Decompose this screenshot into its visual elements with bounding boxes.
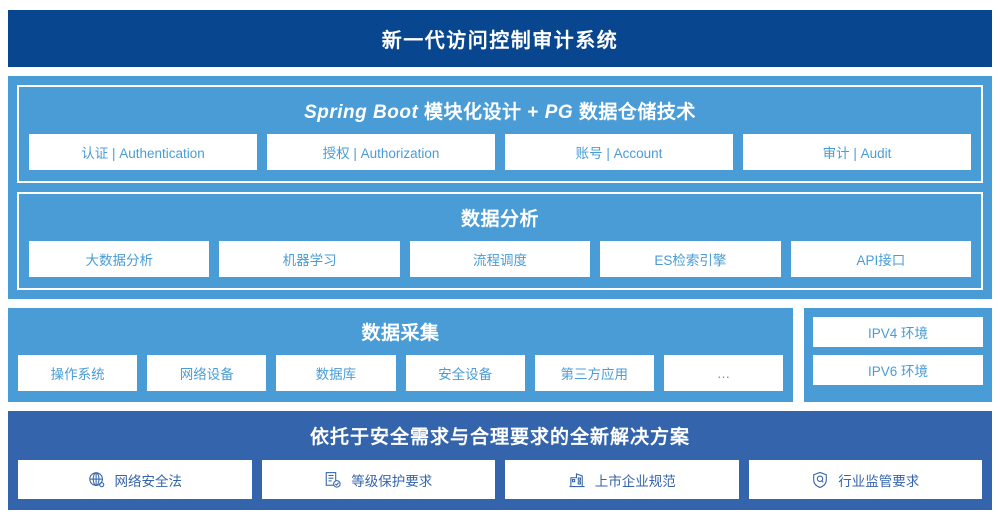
header-bar: 新一代访问控制审计系统	[8, 10, 992, 67]
chip-listed-company-standard[interactable]: 上市企业规范	[505, 460, 739, 499]
data-collection-chip-row: 操作系统 网络设备 数据库 安全设备 第三方应用 …	[18, 355, 784, 391]
environment-panel: IPV4 环境 IPV6 环境	[804, 308, 992, 402]
chip-authentication[interactable]: 认证 | Authentication	[29, 134, 257, 170]
spring-boot-title-part-d: 数据仓储技术	[573, 102, 696, 123]
platform-panel: Spring Boot 模块化设计 + PG 数据仓储技术 认证 | Authe…	[8, 76, 992, 299]
chip-classified-protection[interactable]: 等级保护要求	[261, 460, 495, 499]
chip-network-device[interactable]: 网络设备	[147, 355, 267, 391]
solution-chip-row: 网络安全法 等级保护要求	[18, 460, 982, 499]
chip-third-party-app[interactable]: 第三方应用	[534, 355, 654, 391]
chip-label: 上市企业规范	[594, 473, 676, 489]
document-check-icon	[324, 471, 342, 489]
data-collection-panel: 数据采集 操作系统 网络设备 数据库 安全设备 第三方应用 …	[8, 308, 793, 402]
chip-account[interactable]: 账号 | Account	[505, 134, 733, 170]
building-icon	[568, 471, 586, 489]
data-collection-title: 数据采集	[361, 323, 440, 344]
spring-boot-panel: Spring Boot 模块化设计 + PG 数据仓储技术 认证 | Authe…	[17, 85, 983, 183]
chip-security-device[interactable]: 安全设备	[405, 355, 525, 391]
chip-machine-learning[interactable]: 机器学习	[219, 241, 400, 277]
chip-ipv4-environment[interactable]: IPV4 环境	[813, 317, 983, 347]
chip-label: 网络安全法	[114, 473, 183, 489]
chip-more-ellipsis[interactable]: …	[663, 355, 784, 391]
chip-database[interactable]: 数据库	[276, 355, 396, 391]
chip-big-data-analysis[interactable]: 大数据分析	[29, 241, 210, 277]
solution-title: 依托于安全需求与合理要求的全新解决方案	[309, 427, 690, 448]
shield-search-icon	[811, 471, 829, 489]
chip-label: 等级保护要求	[351, 473, 433, 489]
spring-boot-chip-row: 认证 | Authentication 授权 | Authorization 账…	[29, 134, 971, 170]
solution-panel: 依托于安全需求与合理要求的全新解决方案 网络安全法	[8, 411, 992, 510]
data-analysis-chip-row: 大数据分析 机器学习 流程调度 ES检索引擎 API接口	[29, 241, 972, 277]
chip-process-scheduling[interactable]: 流程调度	[409, 241, 591, 277]
collection-row: 数据采集 操作系统 网络设备 数据库 安全设备 第三方应用 … IPV4 环境 …	[8, 308, 992, 402]
data-analysis-panel: 数据分析 大数据分析 机器学习 流程调度 ES检索引擎 API接口	[17, 192, 983, 290]
spring-boot-title-part-b: 模块化设计 +	[418, 102, 545, 123]
chip-audit[interactable]: 审计 | Audit	[743, 134, 971, 170]
chip-cybersecurity-law[interactable]: 网络安全法	[18, 460, 252, 499]
chip-label: 行业监管要求	[838, 473, 920, 489]
spring-boot-title-part-c: PG	[544, 102, 574, 123]
chip-industry-regulation[interactable]: 行业监管要求	[748, 460, 982, 499]
spring-boot-title: Spring Boot 模块化设计 + PG 数据仓储技术	[29, 94, 971, 134]
globe-icon	[88, 471, 106, 489]
chip-ipv6-environment[interactable]: IPV6 环境	[813, 355, 983, 385]
data-analysis-title: 数据分析	[460, 209, 539, 230]
chip-es-search-engine[interactable]: ES检索引擎	[600, 241, 781, 277]
page-title: 新一代访问控制审计系统	[381, 30, 619, 52]
spring-boot-title-part-a: Spring Boot	[304, 102, 419, 123]
chip-authorization[interactable]: 授权 | Authorization	[267, 134, 495, 170]
chip-operating-system[interactable]: 操作系统	[18, 355, 138, 391]
chip-api-interface[interactable]: API接口	[790, 241, 972, 277]
